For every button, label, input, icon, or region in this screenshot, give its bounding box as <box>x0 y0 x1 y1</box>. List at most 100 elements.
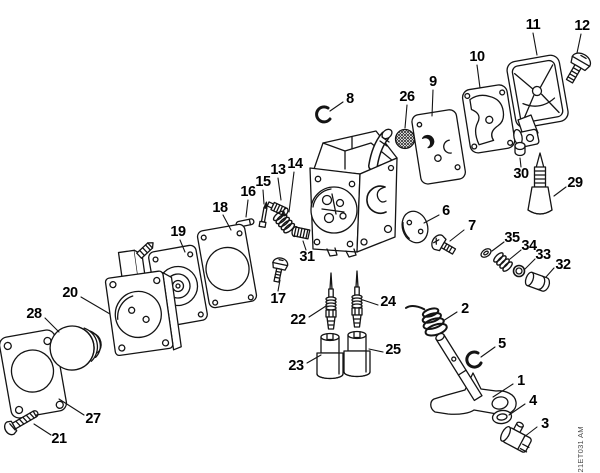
callout-3: 3 <box>541 415 549 432</box>
part-15-inlet-needle <box>259 202 269 228</box>
part-3-swivel <box>499 417 538 453</box>
part-11-pump-cover <box>506 54 570 148</box>
leader-line-28 <box>45 318 59 332</box>
callout-24: 24 <box>380 293 396 310</box>
callout-6: 6 <box>442 202 450 219</box>
leader-line-24 <box>363 300 378 305</box>
leader-line-35 <box>492 242 504 251</box>
callout-32: 32 <box>555 256 571 273</box>
callout-20: 20 <box>62 284 78 301</box>
callout-17: 17 <box>270 290 286 307</box>
part-20-pump-body <box>101 238 182 358</box>
callout-12: 12 <box>574 17 590 34</box>
callout-15: 15 <box>255 173 271 190</box>
part-8-e-clip <box>317 107 330 122</box>
part-carburetor-body <box>310 127 397 257</box>
leader-line-7 <box>450 230 464 241</box>
leader-line-19 <box>180 240 185 252</box>
callout-30: 30 <box>513 165 529 182</box>
part-9-diaphragm <box>411 109 466 185</box>
leader-line-5 <box>481 347 495 357</box>
leader-line-17 <box>278 280 280 291</box>
part-35-washer <box>479 247 492 259</box>
part-21-screw <box>2 406 41 436</box>
part-7-screw <box>429 233 458 259</box>
part-17-screw <box>269 257 289 284</box>
callout-33: 33 <box>535 246 551 263</box>
callout-14: 14 <box>287 155 303 172</box>
callout-35: 35 <box>504 229 520 246</box>
part-1-throttle-shaft <box>431 332 516 414</box>
callout-27: 27 <box>85 410 101 427</box>
callout-13: 13 <box>270 161 286 178</box>
callout-34: 34 <box>521 237 537 254</box>
leader-line-26 <box>405 105 407 128</box>
leader-line-9 <box>432 90 433 116</box>
part-22-adjusting-screw <box>326 273 336 329</box>
part-5-e-clip <box>467 352 481 367</box>
leader-line-14 <box>289 172 294 212</box>
callout-5: 5 <box>498 335 506 352</box>
leader-line-32 <box>546 268 554 277</box>
part-32-plug <box>524 271 551 292</box>
callout-22: 22 <box>290 311 306 328</box>
part-31-plug-screw <box>291 226 310 239</box>
leader-line-16 <box>246 200 248 217</box>
leader-line-15 <box>263 190 264 204</box>
leader-line-10 <box>477 65 480 88</box>
leader-lines <box>34 33 581 437</box>
part-12-screw <box>561 50 594 86</box>
callout-10: 10 <box>469 48 485 65</box>
callout-31: 31 <box>299 248 315 265</box>
callout-8: 8 <box>346 90 354 107</box>
part-14-spring <box>272 210 296 235</box>
leader-line-6 <box>424 215 439 223</box>
leader-line-3 <box>524 427 537 437</box>
leader-line-18 <box>223 215 231 230</box>
part-34-spring <box>492 251 513 272</box>
leader-line-30 <box>520 158 521 167</box>
callout-2: 2 <box>461 300 469 317</box>
part-30-plug <box>515 143 525 156</box>
leader-line-11 <box>533 33 537 55</box>
leader-line-33 <box>525 259 535 269</box>
callout-16: 16 <box>240 183 256 200</box>
leader-line-23 <box>307 355 321 363</box>
callout-18: 18 <box>212 199 228 216</box>
part-24-adjusting-screw <box>352 271 362 327</box>
callout-26: 26 <box>399 88 415 105</box>
callout-11: 11 <box>525 16 541 33</box>
part-23-cap <box>317 334 343 379</box>
part-28-primer-bulb <box>46 320 105 374</box>
leader-line-25 <box>369 349 383 352</box>
callout-1: 1 <box>517 372 525 389</box>
callout-4: 4 <box>529 392 537 409</box>
part-26-inlet-screen <box>396 130 415 149</box>
part-6-shutter-disc <box>398 208 432 246</box>
callout-19: 19 <box>170 223 186 240</box>
callout-21: 21 <box>51 430 67 447</box>
part-27-retaining-plate <box>0 329 68 419</box>
part-25-cap <box>344 332 370 377</box>
leader-line-1 <box>493 384 513 397</box>
leader-line-34 <box>510 250 521 259</box>
leader-line-13 <box>278 178 281 200</box>
leader-line-12 <box>577 34 581 53</box>
callout-28: 28 <box>26 305 42 322</box>
leader-line-20 <box>81 297 110 314</box>
part-4-washer <box>492 409 513 425</box>
leader-line-31 <box>303 241 306 250</box>
drawing-number: 421ET031 AM <box>576 426 585 473</box>
leader-line-29 <box>554 187 566 196</box>
callout-7: 7 <box>468 217 476 234</box>
callout-29: 29 <box>567 174 583 191</box>
part-33-o-ring <box>514 266 525 277</box>
leader-line-8 <box>330 102 343 111</box>
part-10-gasket <box>461 84 515 154</box>
callout-25: 25 <box>385 341 401 358</box>
leader-line-21 <box>34 424 51 435</box>
callout-9: 9 <box>429 73 437 90</box>
leader-line-4 <box>509 404 525 415</box>
